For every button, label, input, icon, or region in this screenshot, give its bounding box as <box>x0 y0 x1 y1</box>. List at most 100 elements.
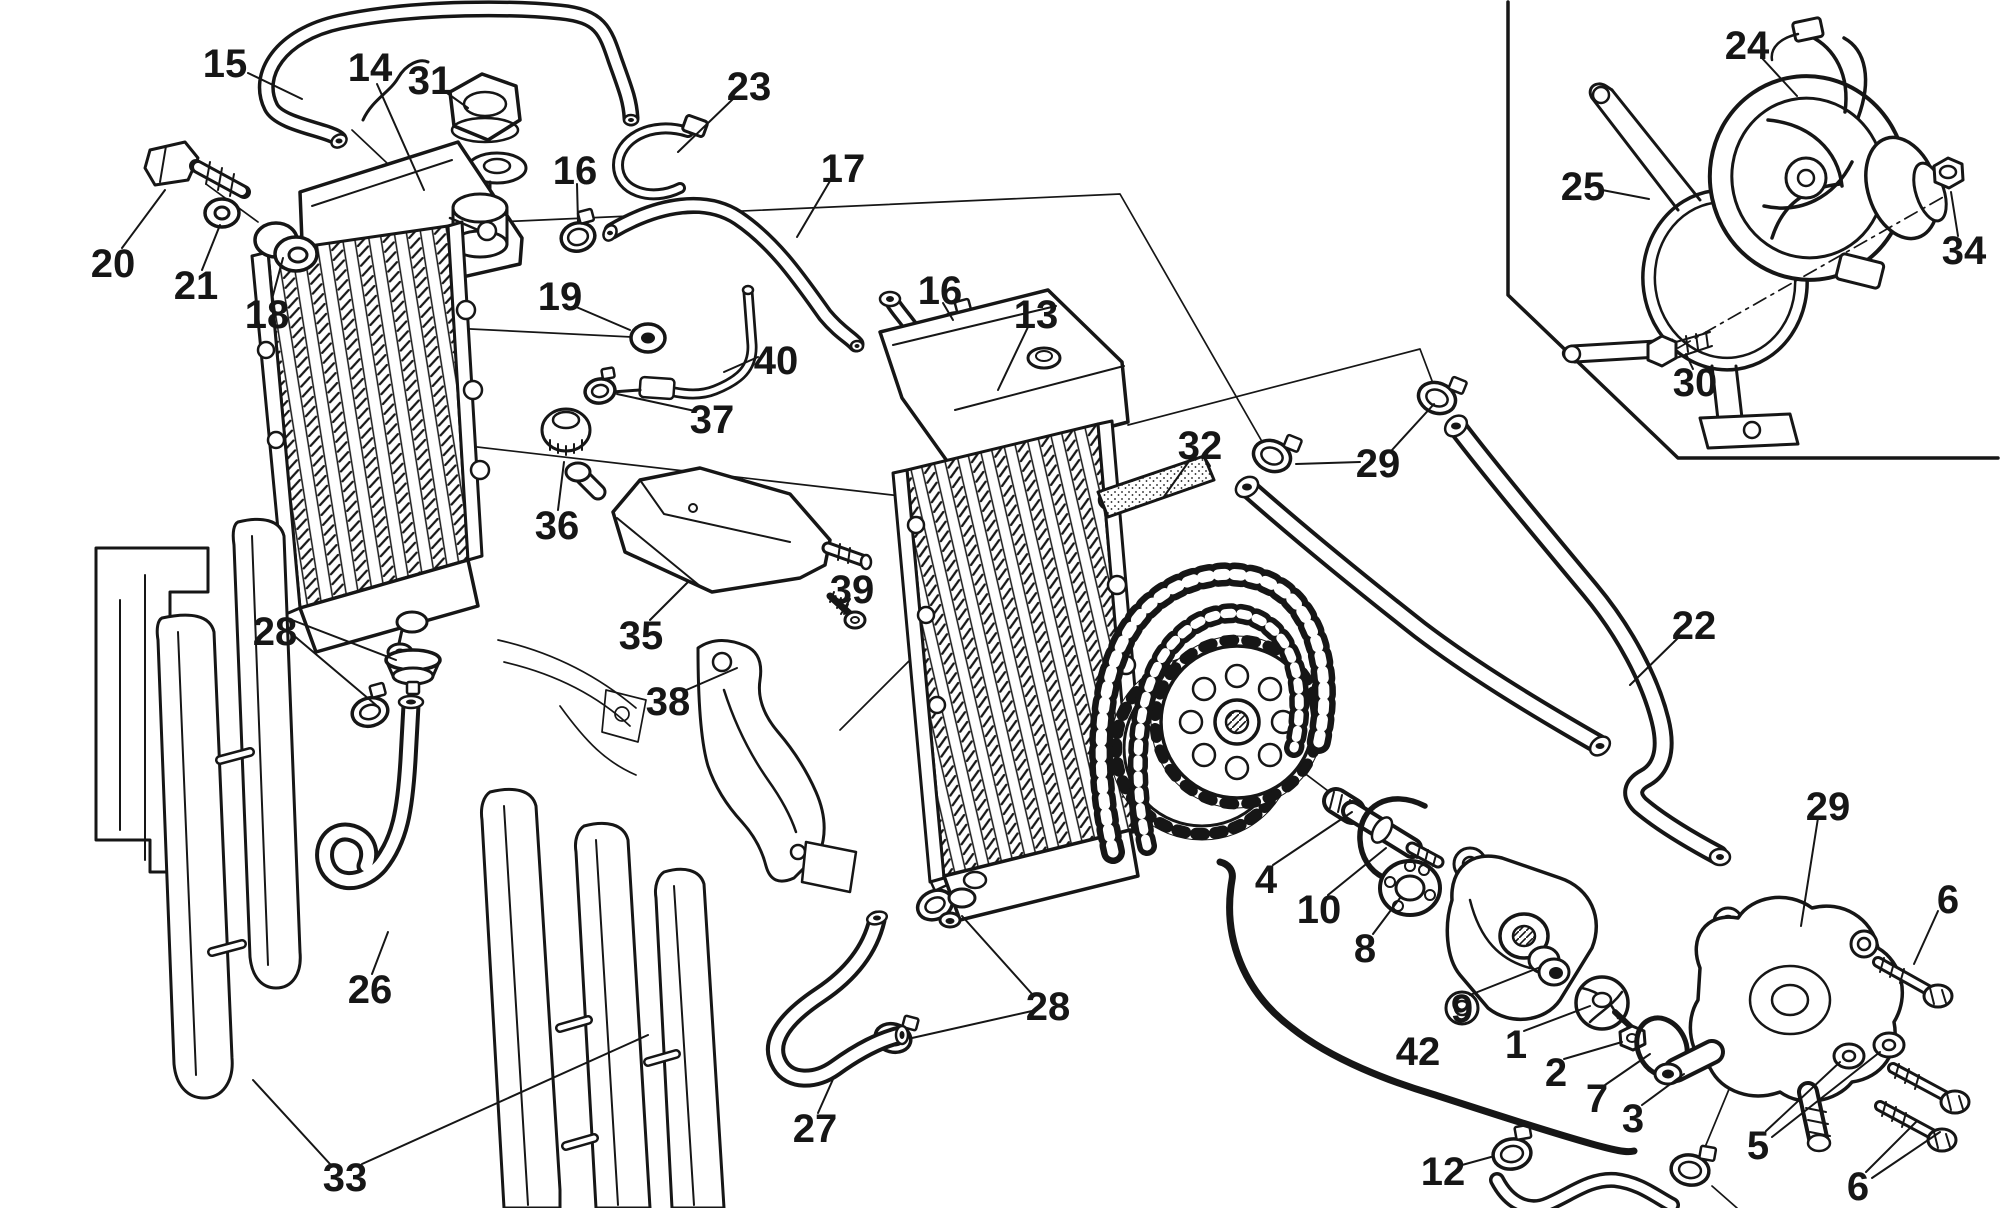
radiator-mount-hardware <box>143 140 667 354</box>
leader-10 <box>1327 847 1387 896</box>
leader-36 <box>557 461 565 511</box>
leader-29 <box>1391 403 1435 451</box>
leader-2 <box>1563 1041 1623 1060</box>
callout-39: 39 <box>830 568 875 612</box>
chain <box>1089 562 1336 864</box>
callout-1: 1 <box>1505 1023 1527 1067</box>
leader-20 <box>121 189 166 249</box>
leader-5 <box>1765 1061 1841 1132</box>
pump-housing-3 <box>1653 895 1904 1153</box>
overflow-hose-sketch <box>361 59 430 122</box>
radiator-left-bottom-tank <box>298 558 480 662</box>
callout-6: 6 <box>1937 878 1959 922</box>
fan-bracket <box>1561 82 1809 450</box>
leader-28 <box>911 1010 1033 1039</box>
callout-19: 19 <box>538 275 583 319</box>
fan-bolt <box>1646 195 1946 368</box>
callout-32: 32 <box>1178 424 1223 468</box>
leader-35 <box>649 581 689 621</box>
leader-22 <box>1629 636 1680 686</box>
leader-33 <box>361 1034 649 1165</box>
callout-28: 28 <box>253 610 298 654</box>
leader-17 <box>796 180 831 238</box>
leader-14 <box>376 83 425 191</box>
foam-strip-32 <box>1096 454 1216 519</box>
callout-31: 31 <box>408 59 453 103</box>
callout-14: 14 <box>348 46 393 90</box>
pump-shaft-4 <box>1322 787 1445 869</box>
expansion-tank <box>540 407 873 594</box>
leader-4 <box>1272 811 1353 866</box>
callout-15: 15 <box>203 42 248 86</box>
callout-22: 22 <box>1672 604 1717 648</box>
leader-18 <box>271 257 284 300</box>
leader-23 <box>677 97 735 153</box>
leader-40 <box>723 356 759 373</box>
callout-36: 36 <box>535 504 580 548</box>
leader-25 <box>1601 189 1650 200</box>
leader-13 <box>997 326 1029 391</box>
tank-bracket-38 <box>696 639 858 894</box>
leader-37 <box>616 393 696 412</box>
leader-32 <box>1162 456 1193 499</box>
callout-30: 30 <box>1673 361 1718 405</box>
leader-21 <box>201 224 221 271</box>
leader-34 <box>1950 191 1959 237</box>
leader-16 <box>576 183 579 223</box>
callout-17: 17 <box>821 147 866 191</box>
leader-30 <box>1685 353 1694 370</box>
callout-9: 9 <box>1451 987 1473 1031</box>
leader-29 <box>1800 817 1819 927</box>
hose-27 <box>766 910 910 1088</box>
callout-25: 25 <box>1561 165 1606 209</box>
bearing-8 <box>1378 859 1442 917</box>
inset-box <box>1506 0 2000 460</box>
leader-28 <box>961 915 1033 995</box>
callout-7: 7 <box>1586 1077 1608 1121</box>
radiator-left-core <box>250 220 491 616</box>
callout-16: 16 <box>918 269 963 313</box>
hose-branch <box>1234 475 1612 757</box>
leader-3 <box>1641 1073 1685 1106</box>
hose-15 <box>257 0 640 149</box>
leader-12 <box>1461 1156 1492 1166</box>
leader-19 <box>573 305 631 331</box>
seal-9 <box>1527 945 1571 987</box>
callout-38: 38 <box>646 680 691 724</box>
callout-2: 2 <box>1545 1051 1567 1095</box>
leader-38 <box>683 667 738 692</box>
frame-sketch <box>497 639 647 776</box>
leader-29 <box>1295 461 1361 465</box>
callout-4: 4 <box>1255 858 1278 902</box>
bolt-39 <box>826 591 867 630</box>
leader-15 <box>247 72 303 100</box>
callout-12: 12 <box>1421 1150 1466 1194</box>
hose-22 <box>1443 414 1732 867</box>
callout-13: 13 <box>1014 293 1059 337</box>
callout-20: 20 <box>91 242 136 286</box>
callout-33: 33 <box>323 1156 368 1200</box>
callout-18: 18 <box>245 293 290 337</box>
leader-1 <box>1523 1005 1591 1032</box>
callout-42: 42 <box>1396 1030 1441 1074</box>
leader-26 <box>371 931 389 975</box>
funnel-clamp-28 <box>384 648 442 696</box>
leader-39 <box>840 598 851 615</box>
leader-6 <box>1913 910 1939 965</box>
callout-24: 24 <box>1725 24 1770 68</box>
callout-29: 29 <box>1356 442 1401 486</box>
callout-26: 26 <box>348 968 393 1012</box>
outlet-grommet <box>962 870 988 890</box>
callout-6: 6 <box>1847 1165 1869 1208</box>
callout-5: 5 <box>1747 1124 1769 1168</box>
leader-31 <box>446 92 469 109</box>
fan-nut <box>1932 156 1965 190</box>
sprocket-gear <box>1109 634 1325 841</box>
leader-7 <box>1604 1053 1651 1086</box>
hose-26 <box>315 694 425 890</box>
callout-8: 8 <box>1354 927 1376 971</box>
callout-35: 35 <box>619 614 664 658</box>
